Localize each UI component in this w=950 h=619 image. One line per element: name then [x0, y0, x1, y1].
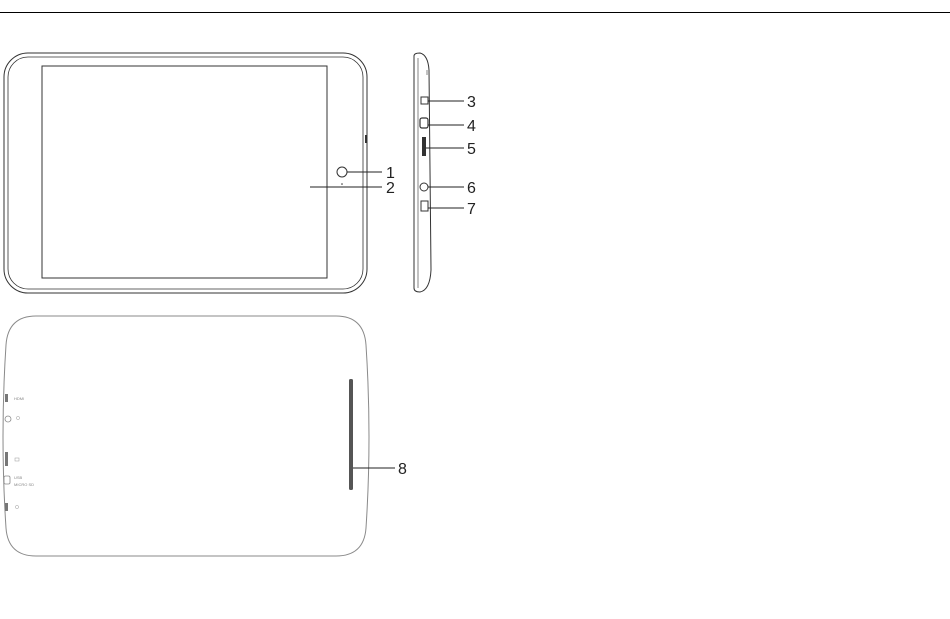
side-port-dc: [421, 201, 428, 211]
side-port-hdmi: [421, 97, 428, 104]
front-mic-icon: [341, 183, 343, 185]
callout-6: 6: [467, 180, 476, 197]
side-view: [414, 53, 431, 292]
callout-5: 5: [467, 141, 476, 158]
back-port-audio: [5, 416, 11, 422]
back-port-dc: [5, 503, 8, 511]
back-port-usb: [4, 476, 10, 484]
back-port-sd: [5, 452, 8, 466]
side-port-audio: [420, 183, 428, 191]
front-view: [4, 53, 367, 293]
front-inner-bezel: [8, 57, 363, 289]
back-sd-icon: [15, 458, 19, 461]
front-side-notch: [365, 135, 367, 143]
back-power-icon: [15, 505, 18, 508]
back-outer-body: [3, 316, 369, 556]
side-outer-body: [414, 53, 431, 292]
callout-2: 2: [386, 180, 395, 197]
callout-7: 7: [467, 201, 476, 218]
back-speaker-grille: [349, 379, 353, 490]
callout-3: 3: [467, 94, 476, 111]
back-label-usb: USB: [14, 475, 23, 480]
side-port-sd: [422, 137, 426, 156]
side-port-usb: [420, 118, 428, 128]
front-camera-icon: [337, 167, 347, 177]
back-headphone-icon: [16, 416, 19, 419]
callout-4: 4: [467, 118, 476, 135]
back-port-hdmi: [5, 394, 8, 402]
front-outer-body: [4, 53, 367, 293]
back-view: [3, 316, 369, 556]
back-label-microsd: MICRO SD: [14, 482, 34, 487]
callout-8: 8: [398, 461, 407, 478]
back-label-hdmi: HDMI: [14, 396, 24, 401]
front-screen: [42, 66, 327, 278]
